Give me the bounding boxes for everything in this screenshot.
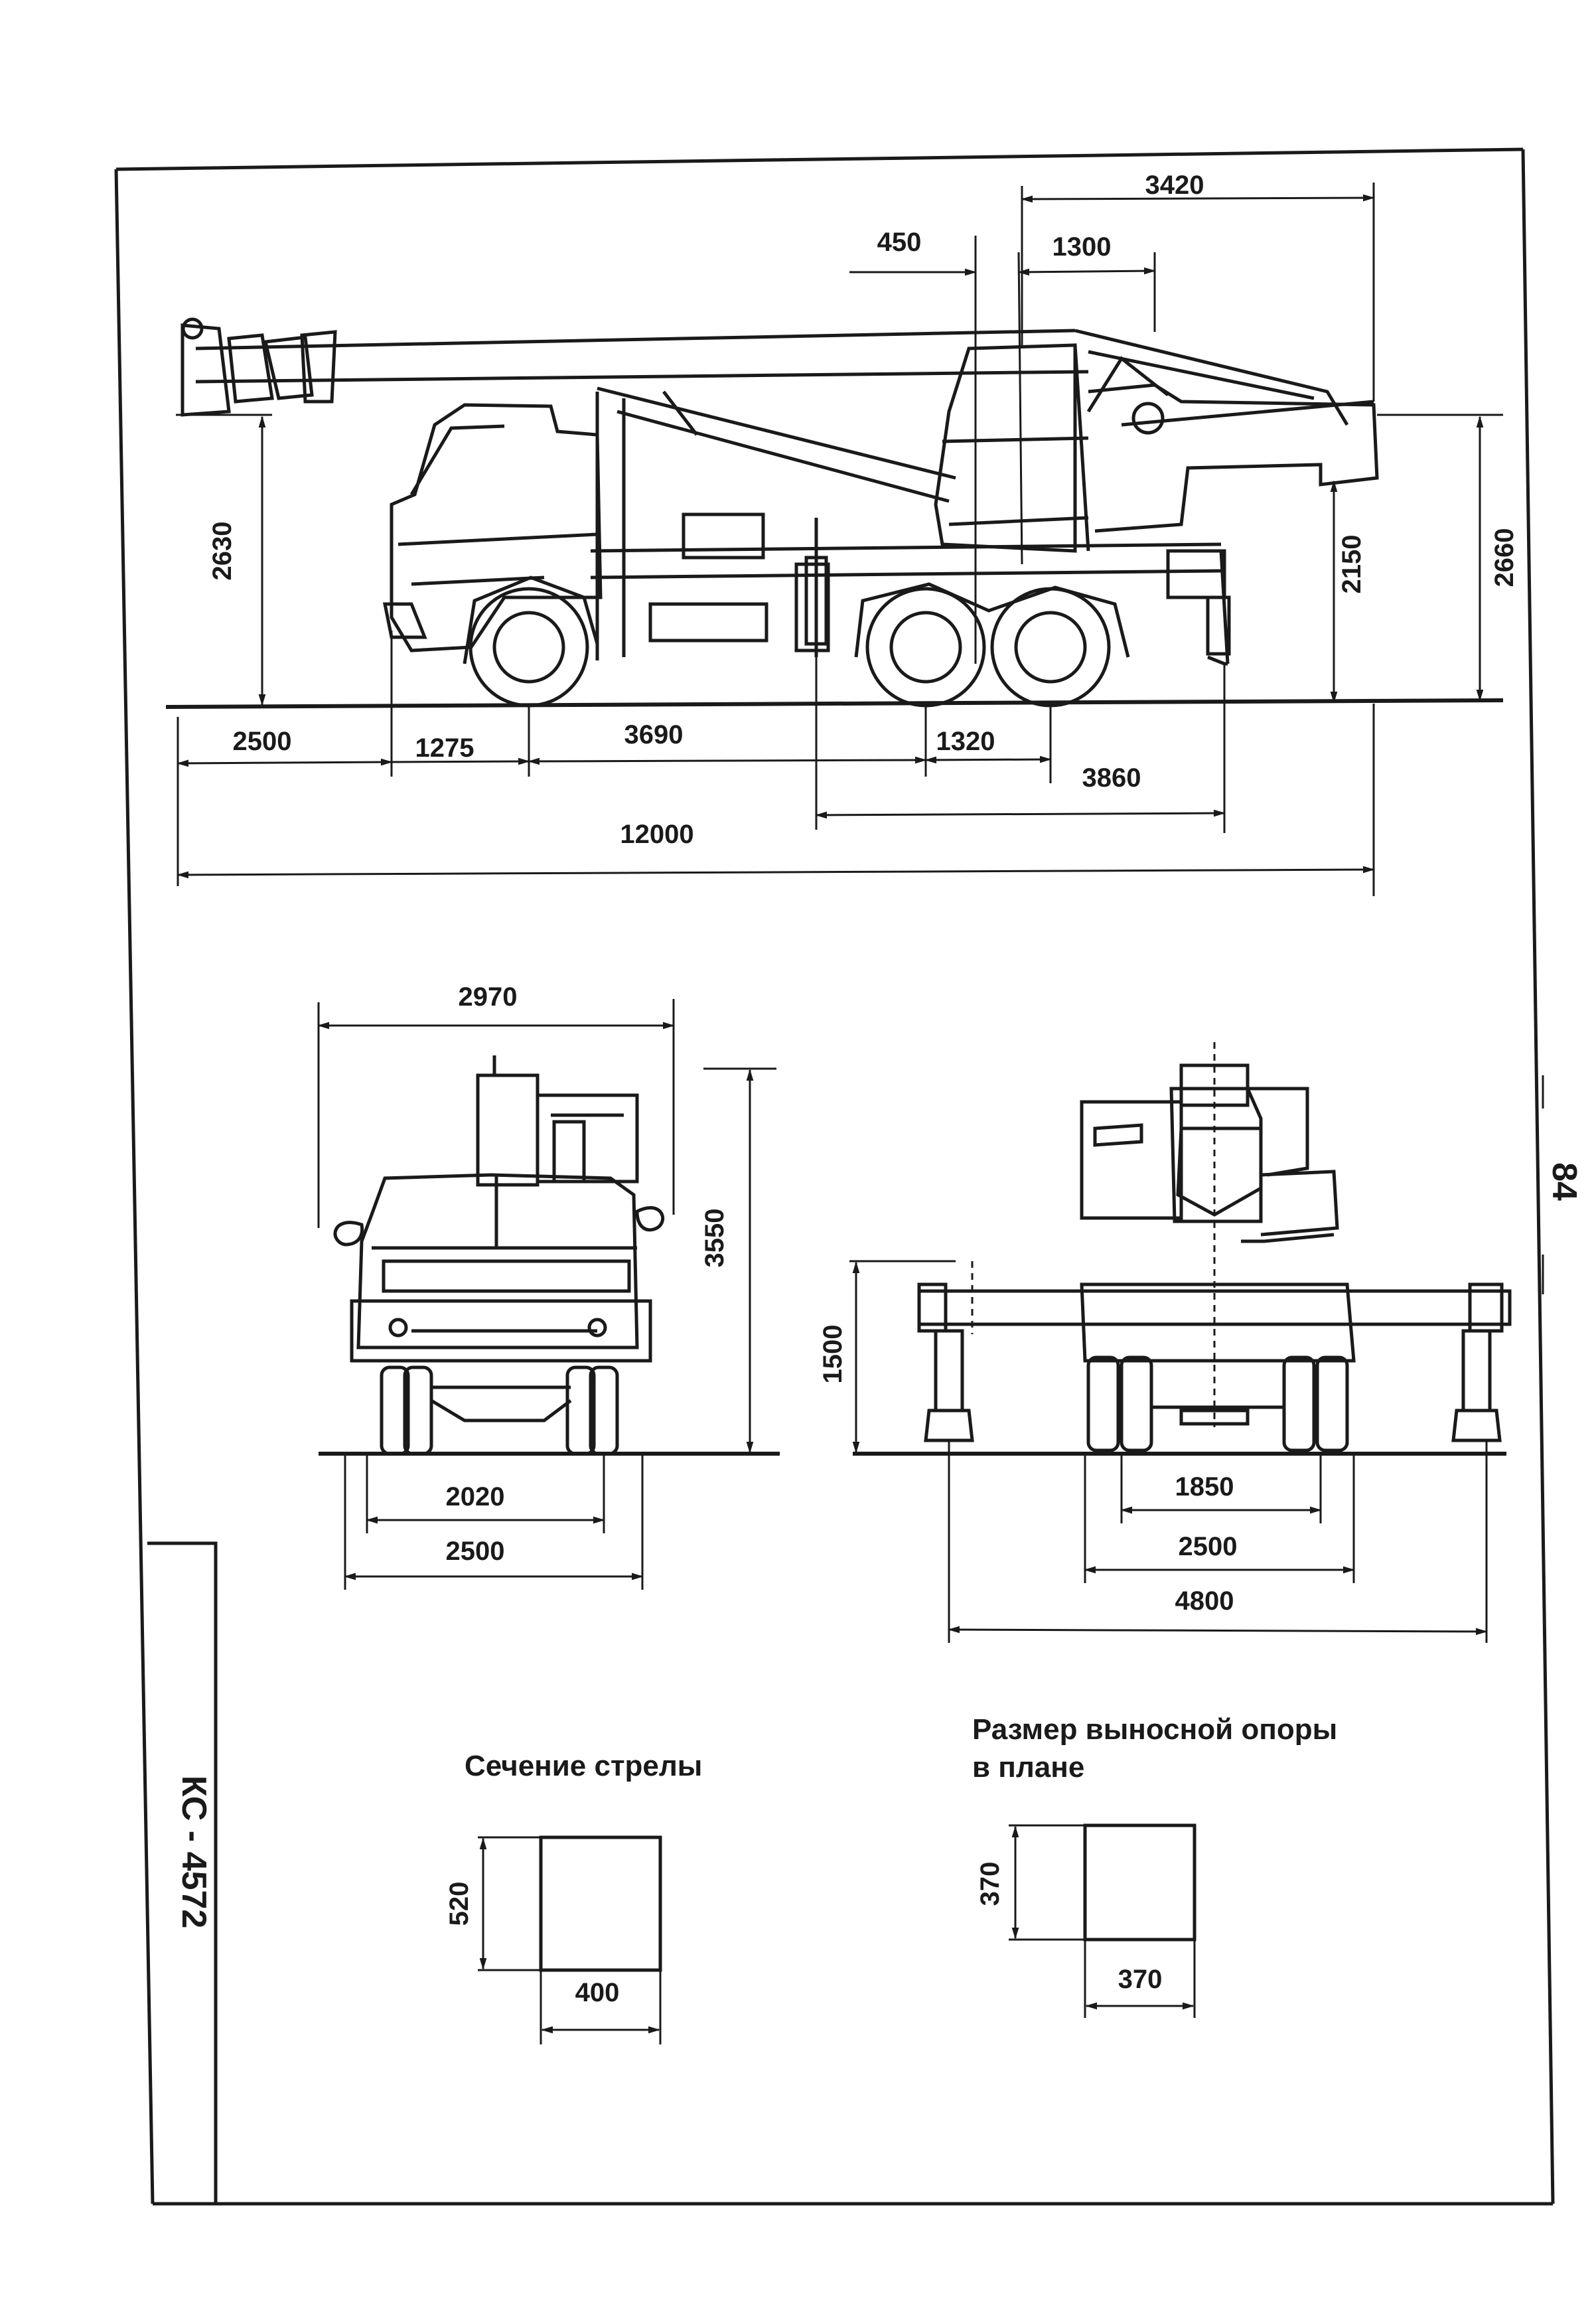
dim-3420: 3420 [1145, 171, 1204, 200]
boom-section-height: 520 [445, 1882, 474, 1926]
outrigger-pad-width: 370 [1118, 1965, 1163, 1994]
sheet-frame [114, 147, 1555, 2206]
side-view [165, 317, 1504, 709]
dim-4800: 4800 [1175, 1586, 1234, 1616]
dim-2660: 2660 [1490, 528, 1519, 587]
outrigger-pad-shape [1083, 1823, 1197, 1942]
boom-section-width: 400 [575, 1978, 620, 2007]
dim-3860: 3860 [1082, 763, 1141, 793]
rear-view-dimensions [849, 1042, 1488, 1643]
outrigger-pad-dimensions [1009, 1824, 1196, 2018]
dim-12000: 12000 [620, 820, 693, 849]
front-view-dimensions [317, 999, 776, 1590]
dim-2630: 2630 [208, 522, 237, 581]
dim-3690: 3690 [624, 720, 684, 749]
dim-450: 450 [877, 228, 922, 257]
dim-2150: 2150 [1337, 535, 1366, 594]
boom-section-title: Сечение стрелы [465, 1750, 702, 1782]
dim-1850: 1850 [1175, 1472, 1234, 1501]
dim-1320: 1320 [936, 727, 995, 756]
dim-3550: 3550 [700, 1209, 729, 1268]
dim-1275: 1275 [415, 733, 474, 763]
rear-view [853, 1063, 1512, 1456]
dim-1300: 1300 [1052, 232, 1112, 262]
boom-section-shape [539, 1835, 662, 1972]
dim-2970: 2970 [459, 982, 518, 1012]
dim-2500-side: 2500 [233, 727, 292, 756]
boom-section-dimensions [478, 1836, 662, 2044]
side-view-dimensions [176, 183, 1503, 896]
outrigger-pad-title-1: Размер выносной опоры [972, 1713, 1337, 1746]
model-label: КС - 4572 [175, 1776, 213, 1929]
dim-1500: 1500 [818, 1325, 847, 1384]
page-number: 84 [1545, 1162, 1583, 1201]
front-view [319, 1055, 780, 1456]
outrigger-pad-title-2: в плане [972, 1751, 1084, 1784]
dim-2020: 2020 [446, 1482, 505, 1511]
outrigger-pad-height: 370 [976, 1862, 1005, 1906]
dim-2500-rear: 2500 [1179, 1532, 1238, 1561]
dim-2500-front: 2500 [446, 1537, 505, 1566]
